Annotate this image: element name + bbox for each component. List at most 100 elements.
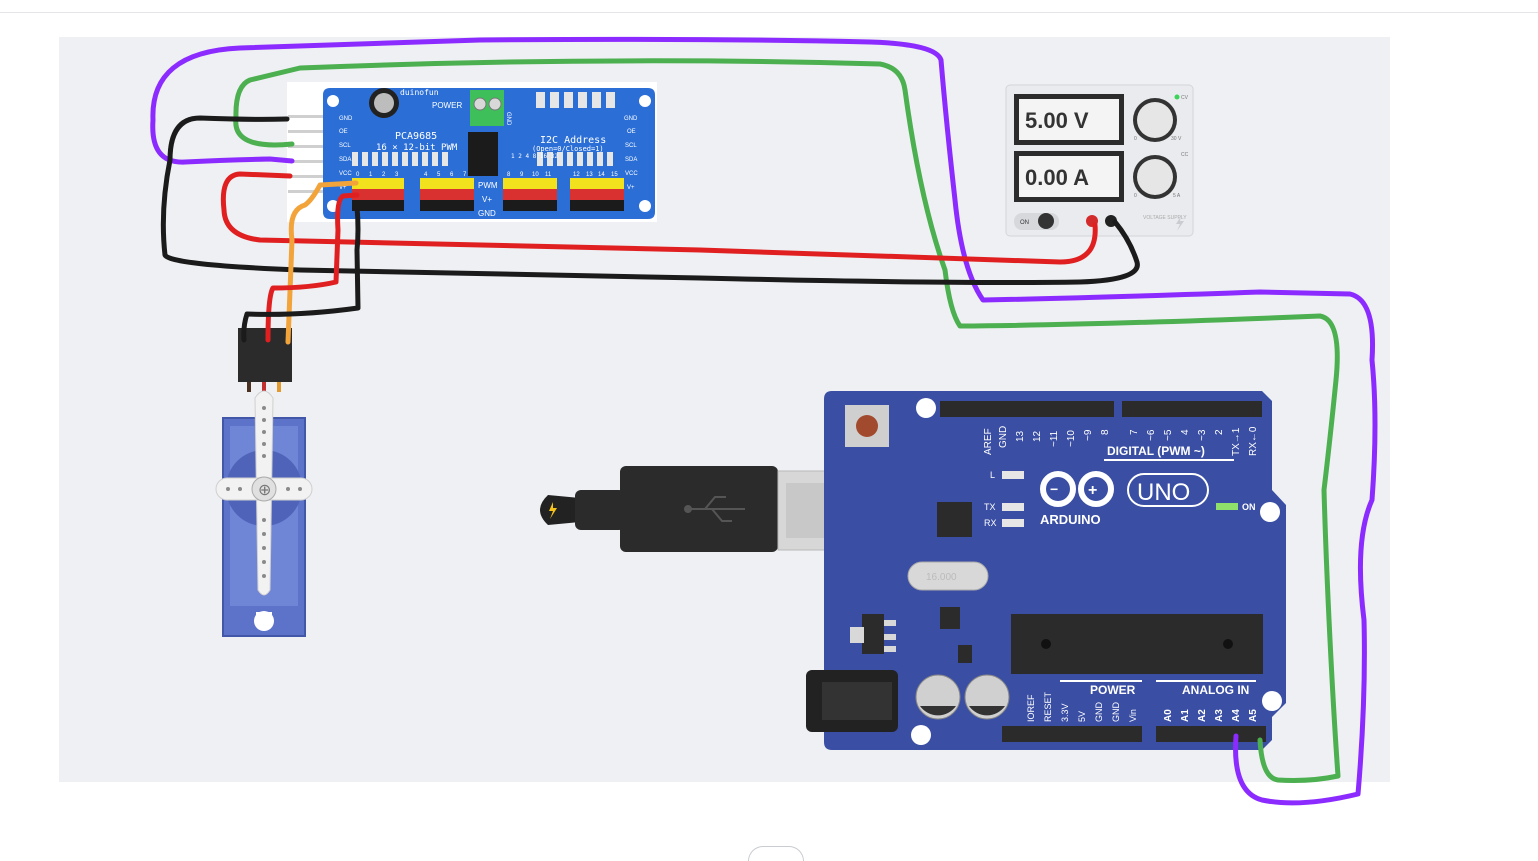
pca-gnd-top: GND	[505, 112, 511, 126]
wire-orange-signal	[285, 180, 359, 345]
arduino-uno[interactable]: AREF GND 13 12 ~11 ~10 ~9 8 7 ~6 ~5 4 ~3…	[806, 391, 1286, 750]
on-led	[1216, 503, 1238, 510]
svg-text:OE: OE	[339, 129, 348, 135]
svg-text:TX→1: TX→1	[1231, 427, 1242, 456]
pca-right-pin-labels: GND OE SCL SDA VCC V+	[624, 116, 638, 191]
svg-text:4: 4	[424, 172, 428, 178]
wires	[150, 36, 1378, 806]
pca-channel-labels: 0 1 2 3 4 5 6 7 8 9 10 11 12 13 14 15	[356, 172, 618, 178]
knob1-min: 0	[1134, 136, 1137, 142]
svg-text:A0: A0	[1163, 709, 1174, 722]
pca-left-pin-labels: GND OE SCL SDA VCC V+	[339, 116, 353, 191]
knob1-max: 30 V	[1171, 136, 1182, 142]
svg-text:GND: GND	[339, 116, 353, 122]
uno-badge	[1127, 473, 1209, 507]
svg-text:+: +	[1088, 482, 1097, 499]
voltage-regulator	[862, 614, 884, 654]
lightning-icon	[1176, 216, 1184, 231]
svg-text:GND: GND	[624, 116, 638, 122]
wire-red-servo	[265, 192, 360, 343]
svg-text:12: 12	[573, 172, 580, 178]
svg-text:IOREF: IOREF	[1026, 694, 1036, 722]
svg-text:3: 3	[395, 172, 399, 178]
pca-addr-sub: (Open=0/Closed=1)	[532, 145, 604, 153]
psu-on-label: ON	[1020, 220, 1029, 226]
top-divider	[0, 12, 1538, 13]
power-header	[1002, 726, 1142, 742]
svg-text:4: 4	[1180, 429, 1191, 435]
knob2-max: 5 A	[1173, 193, 1181, 199]
wire-green	[233, 58, 1341, 783]
atmega-chip	[1011, 614, 1263, 674]
svg-text:13: 13	[1015, 430, 1026, 442]
pca-power-label: POWER	[432, 101, 462, 110]
led-tx	[1002, 503, 1024, 511]
pca-addr-pins: 1 2 4 8 16 32	[511, 153, 558, 160]
svg-text:~11: ~11	[1049, 430, 1060, 447]
svg-text:RX←0: RX←0	[1248, 426, 1259, 456]
svg-text:14: 14	[598, 172, 605, 178]
pca-left-header	[288, 115, 324, 193]
led-tx-label: TX	[984, 502, 996, 512]
servo-motor[interactable]: ⊕	[215, 328, 313, 637]
power-supply[interactable]: 5.00 V 0.00 A 0 30 V 0 5 A CV CC ON VOLT…	[1005, 84, 1194, 237]
svg-text:RESET: RESET	[1043, 691, 1053, 722]
svg-text:7: 7	[463, 172, 467, 178]
servo-horn-icon: ⊕	[215, 390, 313, 596]
svg-text:SCL: SCL	[339, 143, 351, 149]
psu-cv-label: CV	[1181, 95, 1189, 101]
crystal-label: 16.000	[926, 572, 957, 583]
psu-current-display: 0.00 A	[1025, 165, 1089, 190]
svg-text:0: 0	[356, 172, 360, 178]
analog-pin-labels: A0 A1 A2 A3 A4 A5	[1163, 709, 1259, 722]
svg-text:6: 6	[450, 172, 454, 178]
servo-connector	[238, 328, 292, 382]
pca-logo: duinofun	[400, 88, 439, 97]
svg-text:3.3V: 3.3V	[1060, 703, 1070, 722]
svg-text:Vin: Vin	[1128, 709, 1138, 722]
usb-chip	[937, 502, 972, 537]
digital-label: DIGITAL (PWM ~)	[1107, 444, 1205, 458]
svg-text:8: 8	[507, 172, 511, 178]
svg-text:11: 11	[545, 172, 552, 178]
arduino-logo	[1040, 471, 1114, 507]
pca-subtitle: 16 × 12-bit PWM	[376, 143, 458, 153]
wire-black-servo	[241, 204, 361, 343]
crystal	[907, 561, 989, 591]
svg-text:V+: V+	[627, 185, 635, 191]
svg-text:~9: ~9	[1083, 429, 1094, 441]
svg-text:GND: GND	[998, 426, 1009, 448]
power-label: POWER	[1090, 683, 1136, 697]
wire-purple	[150, 36, 1378, 806]
arduino-model: UNO	[1137, 479, 1190, 506]
svg-text:SDA: SDA	[339, 157, 351, 163]
led-l	[1002, 471, 1024, 479]
wire-red-vcc	[220, 171, 1098, 265]
svg-text:A5: A5	[1248, 709, 1259, 722]
pca-addr-title: I2C Address	[540, 135, 606, 146]
led-l-label: L	[990, 470, 995, 480]
svg-text:⊕: ⊕	[258, 482, 271, 499]
svg-text:VCC: VCC	[339, 171, 352, 177]
svg-text:AREF: AREF	[983, 428, 994, 455]
svg-text:13: 13	[586, 172, 593, 178]
panel-toggle-handle[interactable]	[748, 846, 804, 861]
svg-text:A4: A4	[1231, 709, 1242, 722]
on-led-label: ON	[1242, 502, 1256, 512]
svg-text:7: 7	[1129, 429, 1140, 435]
psu-voltage-display: 5.00 V	[1025, 108, 1089, 133]
svg-text:9: 9	[520, 172, 524, 178]
svg-text:A3: A3	[1214, 709, 1225, 722]
pca-pwm-label: PWM	[478, 181, 498, 190]
svg-text:GND: GND	[1111, 702, 1121, 723]
pca9685-board[interactable]: duinofun POWER PCA9685 16 × 12-bit PWM G…	[287, 82, 657, 222]
svg-text:SCL: SCL	[625, 143, 637, 149]
psu-brand: VOLTAGE SUPPLY	[1143, 215, 1187, 221]
svg-text:A1: A1	[1180, 709, 1191, 722]
svg-text:~6: ~6	[1146, 429, 1157, 441]
svg-text:5V: 5V	[1077, 711, 1087, 722]
power-pin-labels: IOREF RESET 3.3V 5V GND GND Vin	[1026, 691, 1138, 722]
analog-label: ANALOG IN	[1182, 683, 1249, 697]
psu-cc-label: CC	[1181, 152, 1189, 158]
